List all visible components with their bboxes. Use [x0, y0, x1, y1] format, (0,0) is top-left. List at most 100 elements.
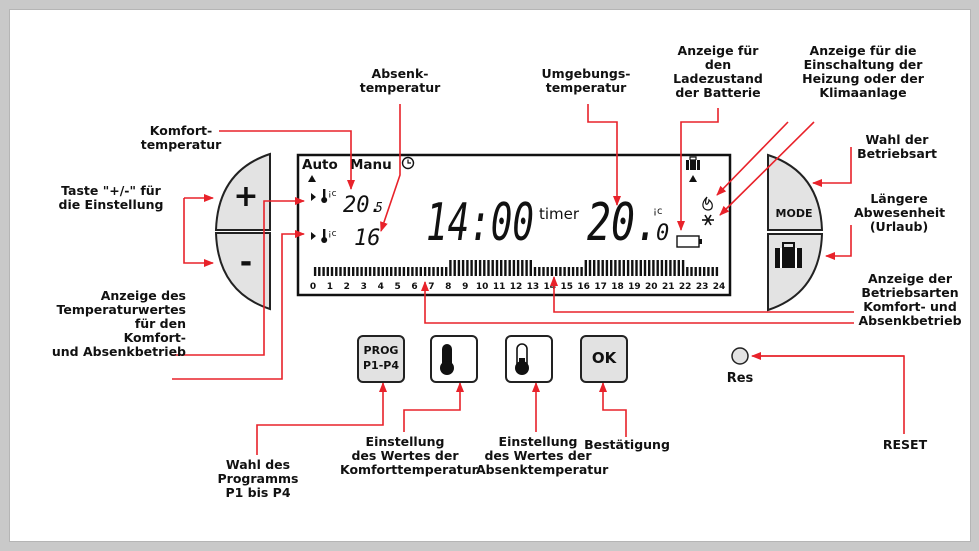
hour-label: 8: [445, 282, 451, 292]
betriebsarten-callout-line: [550, 276, 854, 313]
program-segment: [618, 260, 621, 276]
program-segment: [432, 267, 435, 276]
hour-label: 3: [361, 282, 367, 292]
program-segment: [423, 267, 427, 276]
program-segment: [504, 260, 507, 276]
setback-unit: ¡c: [328, 229, 337, 239]
umgebung-callout-line: [587, 104, 621, 206]
label-komforttemperatur: Komfort- temperatur: [140, 123, 222, 152]
label-heizung-klima: Anzeige für die Einschaltung der Heizung…: [802, 43, 924, 100]
plus-button-shape[interactable]: [214, 152, 271, 231]
program-segment: [648, 260, 651, 276]
program-segment: [542, 267, 545, 276]
label-bestaetigung: Bestätigung: [584, 437, 670, 452]
komfort-callout-line: [219, 130, 355, 190]
program-segment: [343, 267, 346, 276]
auto-label: Auto: [302, 157, 338, 173]
hour-label: 20: [645, 282, 658, 292]
program-segment: [626, 260, 630, 276]
program-segment: [529, 260, 532, 276]
label-reset: RESET: [882, 437, 928, 452]
reset-callout-line: [757, 355, 905, 434]
label-umgebungstemperatur: Umgebungs- temperatur: [541, 66, 631, 95]
program-segment: [352, 267, 355, 276]
heating-flame-icon: [702, 196, 713, 211]
program-segment: [639, 260, 642, 276]
ambient-temperature-unit: ¡c: [653, 206, 663, 217]
program-segment: [681, 260, 685, 276]
program-segment: [698, 267, 702, 276]
program-segment: [500, 260, 503, 276]
mode-callout-line: [812, 147, 852, 187]
betriebsarten-callout-line-2: [421, 281, 854, 324]
program-segment: [521, 260, 524, 276]
label-batterie: Anzeige für den Ladezustand der Batterie: [673, 43, 763, 100]
setback-temperature-value: 16: [354, 226, 381, 251]
clock-icon: [401, 156, 415, 170]
ambient-temperature-decimal: 0: [656, 221, 669, 246]
setback-temperature-button[interactable]: [505, 335, 553, 383]
hour-label: 7: [428, 282, 434, 292]
program-segment: [690, 267, 693, 276]
program-segment: [385, 267, 389, 276]
program-segment: [635, 260, 638, 276]
hour-label: 2: [344, 282, 350, 292]
urlaub-callout-line: [825, 225, 852, 260]
program-segment: [377, 267, 380, 276]
label-betriebsarten: Anzeige der Betriebsarten Komfort- und A…: [858, 271, 962, 328]
programm-callout-line: [256, 382, 387, 455]
comfort-thermometer-icon: [321, 189, 328, 203]
comfort-temperature-button[interactable]: [430, 335, 478, 383]
hour-label: 21: [662, 282, 675, 292]
program-segment: [707, 267, 710, 276]
hour-label: 22: [679, 282, 692, 292]
mode-button-label: MODE: [775, 207, 813, 220]
hour-label: 16: [577, 282, 590, 292]
hour-label: 1: [327, 282, 333, 292]
holiday-mode-arrow-icon: [689, 175, 697, 182]
label-absenktemperatur: Absenk- temperatur: [359, 66, 441, 95]
program-segment: [652, 260, 655, 276]
ok-button[interactable]: [580, 335, 628, 383]
program-segment: [322, 267, 325, 276]
program-segment: [656, 260, 659, 276]
holiday-button-shape[interactable]: [767, 233, 824, 312]
program-segment: [449, 260, 452, 276]
minus-button-shape[interactable]: [214, 232, 271, 311]
hour-label: 19: [628, 282, 641, 292]
program-segment: [394, 267, 397, 276]
program-segment: [428, 267, 431, 276]
program-segment: [360, 267, 363, 276]
hour-label: 15: [561, 282, 574, 292]
setback-thermometer-button-icon: [515, 343, 529, 375]
program-segment: [495, 260, 499, 276]
label-komfortwert: Einstellung des Wertes der Komforttemper…: [340, 434, 478, 477]
program-segment: [390, 267, 393, 276]
hour-label: 9: [462, 282, 468, 292]
cooling-snowflake-icon: [702, 214, 714, 226]
program-segment: [643, 260, 647, 276]
program-segment: [339, 267, 342, 276]
program-segment: [559, 267, 562, 276]
program-segment: [593, 260, 596, 276]
label-absenkwert: Einstellung des Wertes der Absenktempera…: [476, 434, 609, 477]
prog-button[interactable]: [357, 335, 405, 383]
program-segment: [673, 260, 676, 276]
program-segment: [711, 267, 714, 276]
program-segment: [318, 267, 321, 276]
komfortwert-callout-line: [403, 382, 464, 432]
program-segment: [381, 267, 384, 276]
program-segment: [330, 267, 334, 276]
label-wahl-betriebsart: Wahl der Betriebsart: [857, 132, 937, 161]
program-segment: [555, 267, 558, 276]
hour-label: 11: [493, 282, 506, 292]
program-segment: [398, 267, 401, 276]
program-segment: [373, 267, 376, 276]
minus-callout-line: [183, 198, 214, 267]
program-segment: [694, 267, 697, 276]
program-segment: [445, 267, 448, 276]
program-segment: [516, 260, 520, 276]
mode-button-shape[interactable]: [767, 153, 824, 231]
